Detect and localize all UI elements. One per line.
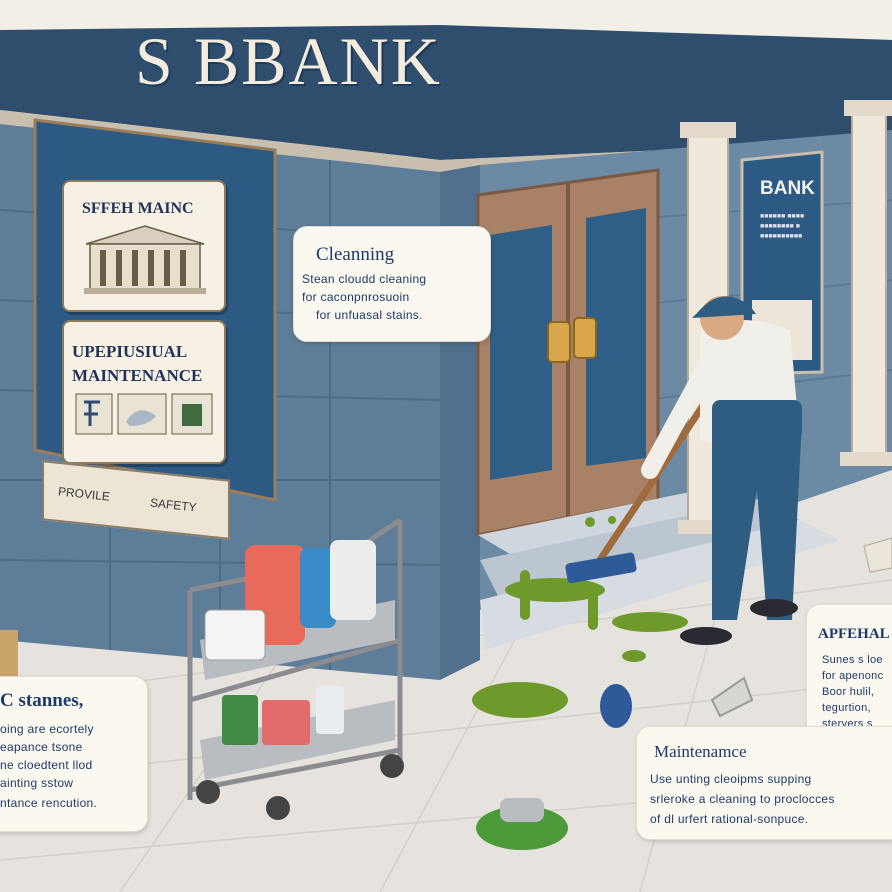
bubble-right-line: tegurtion, [822, 702, 871, 714]
bubble-cleaning [293, 226, 491, 342]
door-sign-line: ■■■■■■■■■■ [760, 233, 803, 240]
bubble-maintenance [636, 726, 892, 840]
door-sign-lines: ■■■■■■ ■■■■ ■■■■■■■■ ■ ■■■■■■■■■■ [760, 212, 810, 242]
bank-building-icon [84, 225, 206, 294]
poster-top [62, 180, 226, 312]
door-sign-line: ■■■■■■ ■■■■ [760, 213, 805, 220]
poster-top-title: SFFEH MAINC [82, 200, 194, 217]
bubble-cleaning-line: Stean cloudd cleaning [302, 272, 427, 286]
bubble-cleaning-title: Cleanning [316, 244, 395, 265]
bubble-cleaning-line: for unfuasal stains. [316, 308, 423, 322]
bubble-cleaning-line: for caconpnrosuoin [302, 290, 410, 304]
poster-bottom [62, 320, 226, 464]
poster-bottom-title-line1: UPEPIUSIUAL [72, 342, 188, 361]
bubble-left-line: ainting sstow [0, 776, 74, 790]
bubble-maintenance-line: Use unting cleoipms supping [650, 772, 812, 786]
bank-sign: S BBANK [135, 23, 442, 99]
bubble-left-title: C stannes, [0, 690, 84, 711]
bubble-right-line: Sunes s loe [822, 654, 883, 666]
bubble-maintenance-line: srleroke a cleaning to proclocces [650, 792, 835, 806]
bubble-left-line: ntance rencution. [0, 796, 98, 810]
bubble-right-line: for apenonc [822, 670, 884, 682]
bubble-maintenance-line: of dl urfert rational-sonpuce. [650, 812, 809, 826]
maintenance-tools-icon [75, 393, 213, 435]
bubble-right-line: Boor hulil, [822, 686, 875, 698]
bubble-right-title: APFEHAL [818, 626, 890, 642]
bubble-left [0, 676, 148, 832]
bubble-left-line: oing are ecortely [0, 722, 94, 736]
bubble-left-line: eapance tsone [0, 740, 83, 754]
door-sign-title: BANK [760, 178, 815, 199]
bubble-right [806, 604, 892, 750]
bubble-maintenance-title: Maintenamce [654, 742, 747, 761]
door-sign-line: ■■■■■■■■ ■ [760, 223, 800, 230]
poster-bottom-title-line2: MAINTENANCE [72, 366, 203, 385]
bubble-left-line: ne cloedtent llod [0, 758, 93, 772]
